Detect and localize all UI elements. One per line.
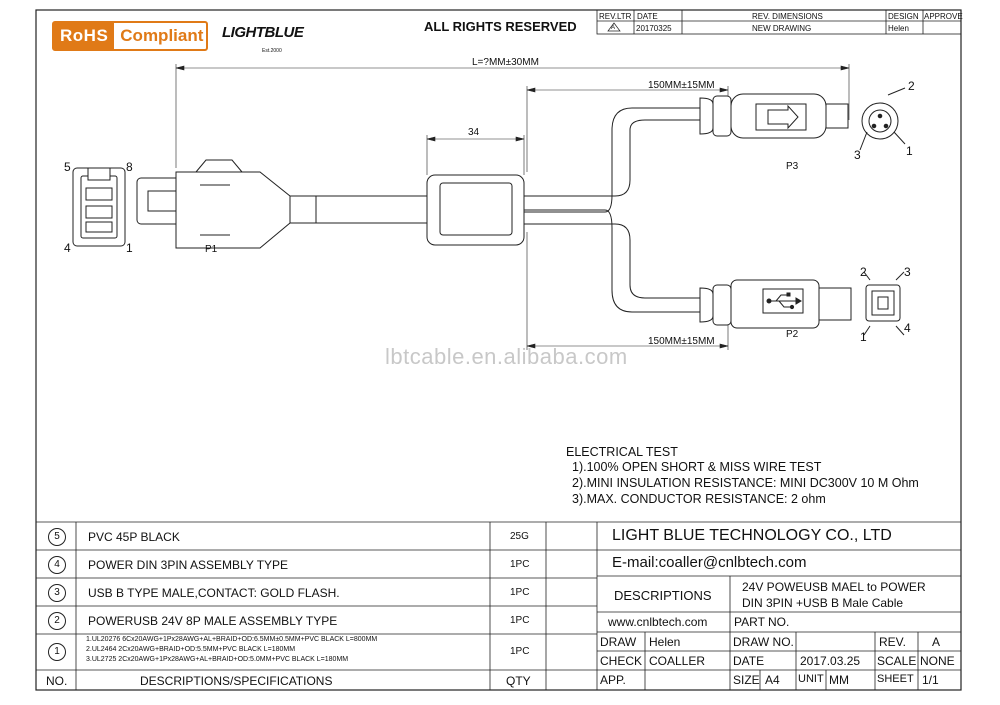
rev-value: A (932, 635, 941, 649)
date-value: 2017.03.25 (800, 654, 861, 668)
p1-pin-5: 5 (64, 160, 71, 174)
electrical-test-title: ELECTRICAL TEST (566, 445, 678, 459)
bom-desc-3: USB B TYPE MALE,CONTACT: GOLD FLASH. (88, 586, 340, 600)
rohs-badge: RoHS Compliant (52, 21, 208, 51)
sheet-label: SHEET (877, 673, 914, 685)
descriptions-label: DESCRIPTIONS (614, 588, 712, 603)
sheet-value: 1/1 (922, 673, 939, 687)
app-label: APP. (600, 673, 626, 687)
dim-top-branch: 150MM±15MM (648, 80, 715, 91)
rev-ltr: A (611, 25, 616, 31)
part-no-label: PART NO. (734, 615, 790, 629)
label-p2: P2 (786, 329, 799, 340)
rev-header-dimensions: REV. DIMENSIONS (752, 12, 823, 21)
bom-no-4: 4 (48, 556, 66, 574)
bom-qty-3: 1PC (510, 587, 530, 598)
electrical-test-item: 3).MAX. CONDUCTOR RESISTANCE: 2 ohm (572, 492, 826, 506)
scale-value: NONE (920, 654, 955, 668)
bom-qty-4: 1PC (510, 559, 530, 570)
unit-value: MM (829, 673, 849, 687)
p2-pin-4: 4 (904, 321, 911, 335)
description-line: 24V POWEUSB MAEL to POWER (742, 580, 926, 594)
draw-label: DRAW (600, 635, 637, 649)
label-p1: P1 (205, 244, 218, 255)
rev-header-approve: APPROVE (924, 12, 963, 21)
size-value: A4 (765, 673, 780, 687)
dim-bottom-branch: 150MM±15MM (648, 336, 715, 347)
website: www.cnlbtech.com (608, 615, 708, 629)
description-line: DIN 3PIN +USB B Male Cable (742, 596, 904, 610)
date-label: DATE (733, 654, 765, 668)
dim-ferrite: 34 (468, 127, 480, 138)
company-email: E-mail:coaller@cnlbtech.com (612, 554, 807, 571)
rev-header-date: DATE (637, 12, 658, 21)
p3-pin-1: 1 (906, 144, 913, 158)
label-p3: P3 (786, 161, 799, 172)
compliant-label: Compliant (120, 26, 204, 45)
bom-qty-1: 1PC (510, 646, 530, 657)
electrical-test-item: 1).100% OPEN SHORT & MISS WIRE TEST (572, 460, 822, 474)
brand-est: Est.2000 (262, 48, 282, 54)
p1-pin-8: 8 (126, 160, 133, 174)
brand-logo: LIGHTBLUE (222, 24, 304, 41)
p3-pin-2: 2 (908, 79, 915, 93)
p2-pin-2: 2 (860, 265, 867, 279)
rev-design: Helen (888, 24, 909, 33)
rev-header-design: DESIGN (888, 12, 919, 21)
bom-qty-5: 25G (510, 531, 529, 542)
draw-value: Helen (649, 635, 681, 649)
check-value: COALLER (649, 654, 706, 668)
draw-no-label: DRAW NO. (733, 635, 794, 649)
p1-pin-1: 1 (126, 241, 133, 255)
p2-pin-3: 3 (904, 265, 911, 279)
scale-label: SCALE (877, 654, 917, 668)
rev-date: 20170325 (636, 24, 672, 33)
watermark: lbtcable.en.alibaba.com (385, 344, 628, 369)
p1-pin-4: 4 (64, 241, 71, 255)
electrical-test-item: 2).MINI INSULATION RESISTANCE: MINI DC30… (572, 476, 919, 490)
bom-header-no: NO. (46, 674, 68, 688)
bom-desc-5: PVC 45P BLACK (88, 530, 180, 544)
bom-desc-1-line: 1.UL20276 6Cx20AWG+1Px28AWG+AL+BRAID+OD:… (86, 636, 378, 643)
bom-no-5: 5 (48, 528, 66, 546)
bom-desc-1-line: 3.UL2725 2Cx20AWG+1Px28AWG+AL+BRAID+OD:5… (86, 656, 349, 663)
size-label: SIZE (733, 673, 760, 687)
bom-qty-2: 1PC (510, 615, 530, 626)
p3-pin-3: 3 (854, 148, 861, 162)
rev-header-ltr: REV.LTR (599, 12, 632, 21)
bom-desc-1-line: 2.UL2464 2Cx20AWG+BRAID+OD:5.5MM+PVC BLA… (86, 646, 296, 653)
bom-no-2: 2 (48, 612, 66, 630)
rohs-label: RoHS (54, 23, 115, 49)
bom-no-1: 1 (48, 643, 66, 661)
bom-header-desc: DESCRIPTIONS/SPECIFICATIONS (140, 674, 333, 688)
bom-header-qty: QTY (506, 674, 531, 688)
rev-desc: NEW DRAWING (752, 24, 812, 33)
p2-pin-1: 1 (860, 330, 867, 344)
bom-desc-2: POWERUSB 24V 8P MALE ASSEMBLY TYPE (88, 614, 338, 628)
rev-label: REV. (879, 635, 906, 649)
check-label: CHECK (600, 654, 643, 668)
bom-no-3: 3 (48, 584, 66, 602)
bom-desc-4: POWER DIN 3PIN ASSEMBLY TYPE (88, 558, 289, 572)
dim-total: L=?MM±30MM (472, 57, 539, 68)
rights-notice: ALL RIGHTS RESERVED (424, 19, 577, 34)
company-name: LIGHT BLUE TECHNOLOGY CO., LTD (612, 527, 892, 544)
unit-label: UNIT (798, 673, 824, 685)
